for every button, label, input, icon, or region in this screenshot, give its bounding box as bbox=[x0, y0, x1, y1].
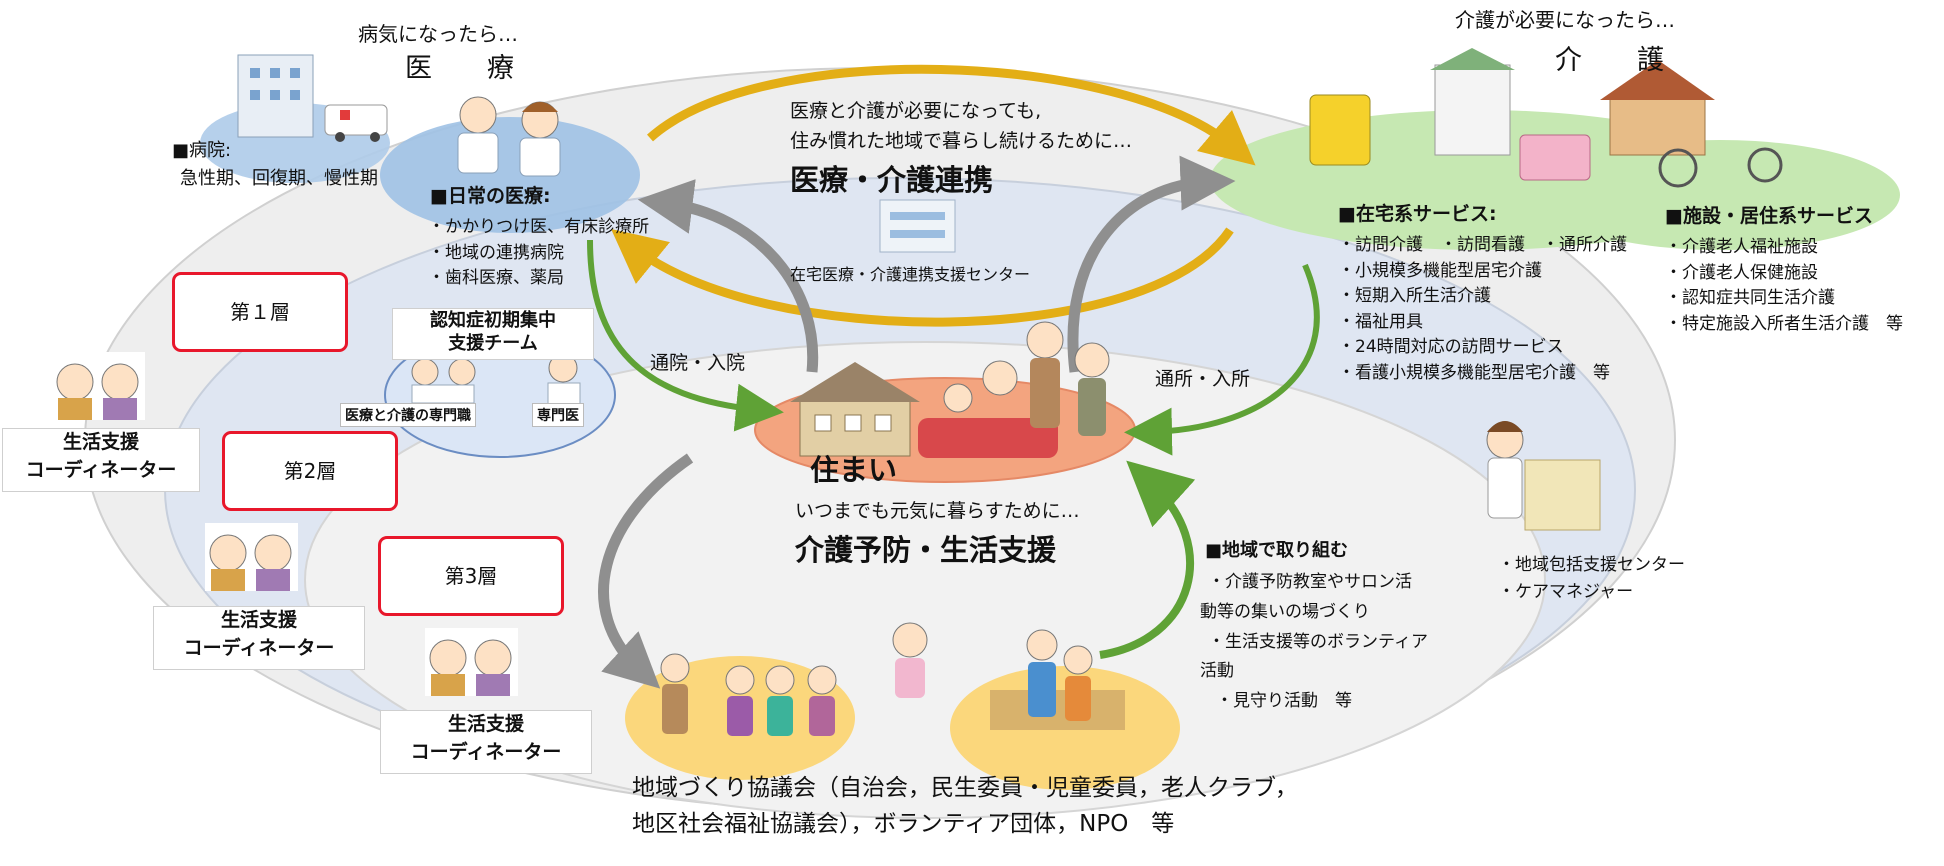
medical-title: 医 療 bbox=[405, 53, 528, 84]
coordinator-pair-3-icon bbox=[425, 628, 518, 696]
cooperation-line2: 住み慣れた地域で暮らし続けるために… bbox=[790, 130, 1133, 152]
coordinator-line2: コーディネーター bbox=[25, 458, 177, 481]
home-service-item: ・短期入所生活介護 bbox=[1338, 286, 1491, 306]
doctors-icon bbox=[457, 96, 561, 177]
green-arrow-care bbox=[1124, 263, 1320, 456]
community-line: ・生活支援等のボランティア bbox=[1208, 631, 1428, 652]
layer-2-box: 第2層 bbox=[222, 431, 398, 511]
council-line2: 地区社会福祉協議会），ボランティア団体，NPO 等 bbox=[632, 811, 1175, 837]
daily-medical-list: ・かかりつけ医、有床診療所 ・地域の連携病院 ・歯科医療、薬局 bbox=[428, 215, 649, 292]
coordinator-line2: コーディネーター bbox=[183, 636, 335, 659]
house-icon bbox=[790, 362, 920, 457]
community-line: 動等の集いの場づくり bbox=[1200, 601, 1370, 622]
home-service-item: ・訪問介護 ・訪問看護 ・通所介護 bbox=[1338, 235, 1627, 255]
team-member-specialist: 専門医 bbox=[532, 403, 584, 427]
medical-prompt: 病気になったら… bbox=[358, 22, 518, 46]
care-houses-icon bbox=[1309, 48, 1783, 188]
daily-medical-item: ・歯科医療、薬局 bbox=[428, 268, 564, 288]
hospital-heading: ■病院: bbox=[172, 140, 232, 161]
coordinator-line1: 生活支援 bbox=[62, 431, 139, 453]
facility-blob bbox=[1540, 140, 1900, 250]
community-line: ・介護予防教室やサロン活 bbox=[1208, 572, 1412, 592]
community-line: 活動 bbox=[1200, 661, 1234, 682]
coordinator-line1: 生活支援 bbox=[220, 609, 297, 631]
hospital-types: 急性期、回復期、慢性期 bbox=[180, 168, 378, 189]
prevention-line1: いつまでも元気に暮らすために… bbox=[795, 500, 1080, 522]
volunteer-icon bbox=[990, 629, 1125, 730]
gold-arrow-top bbox=[647, 64, 1256, 166]
daily-medical-item: ・地域の連携病院 bbox=[428, 242, 564, 263]
home-label: 住まい bbox=[810, 453, 898, 487]
daycare-admission-label: 通所・入所 bbox=[1155, 368, 1251, 390]
support-center-label: 在宅医療・介護連携支援センター bbox=[790, 265, 1031, 284]
care-title: 介 護 bbox=[1555, 45, 1678, 76]
daily-medical-item: ・かかりつけ医、有床診療所 bbox=[428, 217, 650, 237]
community-heading: ■地域で取り組む bbox=[1205, 540, 1349, 561]
prevention-title: 介護予防・生活支援 bbox=[795, 533, 1057, 567]
coordinator-pair-2-icon bbox=[205, 523, 298, 591]
green-arrow-medical bbox=[587, 239, 784, 432]
cooperation-title: 医療・介護連携 bbox=[790, 163, 994, 197]
support-center-building-icon bbox=[879, 199, 956, 253]
coordinator-line1: 生活支援 bbox=[447, 713, 524, 735]
care-manager-icon bbox=[1486, 421, 1601, 531]
coordinator-box-1: 生活支援 コーディネーター bbox=[2, 428, 200, 492]
coordinator-box-2: 生活支援 コーディネーター bbox=[153, 606, 365, 670]
facility-service-item: ・認知症共同生活介護 bbox=[1665, 288, 1835, 308]
home-service-item: ・小規模多機能型居宅介護 bbox=[1338, 260, 1542, 281]
coordinator-line2: コーディネーター bbox=[410, 740, 562, 763]
ambulance-icon bbox=[324, 104, 388, 142]
elderly-group-icon bbox=[660, 622, 928, 736]
hospital-visit-label: 通院・入院 bbox=[650, 352, 746, 374]
green-arrow-community bbox=[1099, 460, 1196, 659]
family-icon bbox=[918, 321, 1110, 458]
facility-services-heading: ■施設・居住系サービス bbox=[1665, 205, 1873, 227]
facility-service-item: ・介護老人福祉施設 bbox=[1665, 237, 1818, 257]
layer-3-box: 第3層 bbox=[378, 536, 564, 616]
facility-services-list: ・介護老人福祉施設 ・介護老人保健施設 ・認知症共同生活介護 ・特定施設入所者生… bbox=[1665, 235, 1903, 337]
coordinator-box-3: 生活支援 コーディネーター bbox=[380, 710, 592, 774]
home-services-heading: ■在宅系サービス: bbox=[1338, 203, 1497, 225]
home-service-item: ・24時間対応の訪問サービス bbox=[1338, 337, 1564, 357]
care-prompt: 介護が必要になったら… bbox=[1455, 8, 1675, 32]
community-line: ・見守り活動 等 bbox=[1216, 691, 1352, 711]
regional-support-item: ・ケアマネジャー bbox=[1498, 582, 1634, 603]
coordinator-pair-1-icon bbox=[52, 352, 145, 420]
gray-arrow-community bbox=[598, 453, 694, 689]
hospital-building-icon bbox=[237, 54, 314, 138]
team-member-professionals: 医療と介護の専門職 bbox=[340, 403, 476, 427]
daily-medical-heading: ■日常の医療: bbox=[430, 185, 551, 207]
home-services-list: ・訪問介護 ・訪問看護 ・通所介護 ・小規模多機能型居宅介護 ・短期入所生活介護… bbox=[1338, 233, 1627, 386]
facility-service-item: ・特定施設入所者生活介護 等 bbox=[1665, 313, 1903, 334]
medical-blob bbox=[380, 117, 640, 233]
cooperation-line1: 医療と介護が必要になっても, bbox=[790, 100, 1042, 122]
dementia-team-title-line2: 支援チーム bbox=[448, 333, 538, 355]
community-list: ・介護予防教室やサロン活 動等の集いの場づくり ・生活支援等のボランティア 活動… bbox=[1200, 568, 1428, 717]
dementia-team-title: 認知症初期集中 支援チーム bbox=[392, 308, 594, 360]
home-service-item: ・看護小規模多機能型居宅介護 等 bbox=[1338, 362, 1610, 383]
gold-arrow-bottom bbox=[611, 227, 1234, 327]
dementia-team-title-line1: 認知症初期集中 bbox=[430, 310, 556, 331]
inner-ring bbox=[304, 341, 1546, 819]
regional-support-list: ・地域包括支援センター ・ケアマネジャー bbox=[1498, 552, 1685, 606]
regional-support-item: ・地域包括支援センター bbox=[1498, 555, 1685, 575]
home-service-item: ・福祉用具 bbox=[1338, 311, 1423, 332]
facility-service-item: ・介護老人保健施設 bbox=[1665, 262, 1818, 283]
council-line1: 地域づくり協議会（自治会，民生委員・児童委員，老人クラブ， bbox=[632, 775, 1298, 801]
layer-1-box: 第１層 bbox=[172, 272, 348, 352]
gray-arrow-medical bbox=[637, 179, 819, 373]
gray-arrow-care bbox=[1067, 155, 1236, 373]
